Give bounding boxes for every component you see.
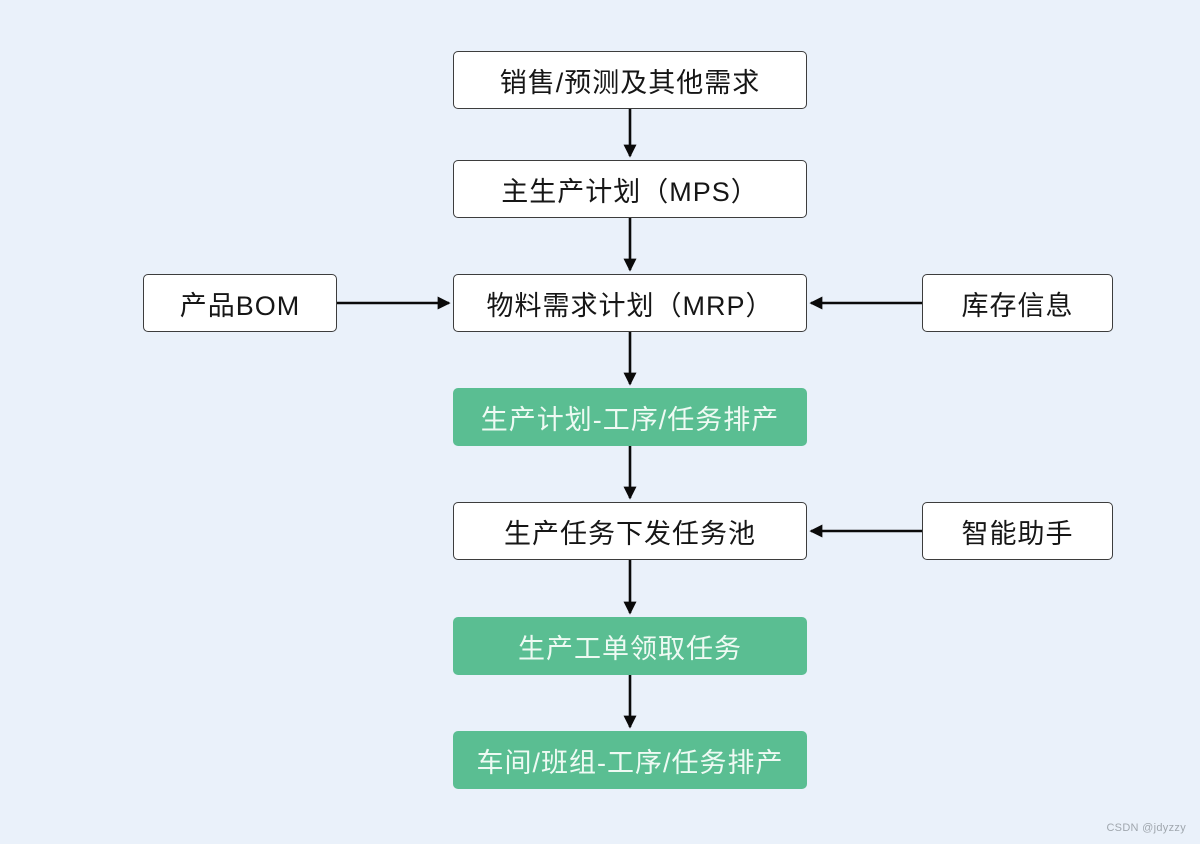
node-task-dispatch-pool: 生产任务下发任务池: [453, 502, 807, 560]
node-workshop-team-task-scheduling: 车间/班组-工序/任务排产: [453, 731, 807, 789]
node-inventory-info: 库存信息: [922, 274, 1113, 332]
node-product-bom: 产品BOM: [143, 274, 337, 332]
node-plan-process-task-scheduling: 生产计划-工序/任务排产: [453, 388, 807, 446]
node-material-requirements-planning: 物料需求计划（MRP）: [453, 274, 807, 332]
node-master-production-schedule: 主生产计划（MPS）: [453, 160, 807, 218]
node-sales-forecast-demand: 销售/预测及其他需求: [453, 51, 807, 109]
node-work-order-claim-task: 生产工单领取任务: [453, 617, 807, 675]
watermark: CSDN @jdyzzy: [1106, 822, 1186, 834]
node-smart-assistant: 智能助手: [922, 502, 1113, 560]
